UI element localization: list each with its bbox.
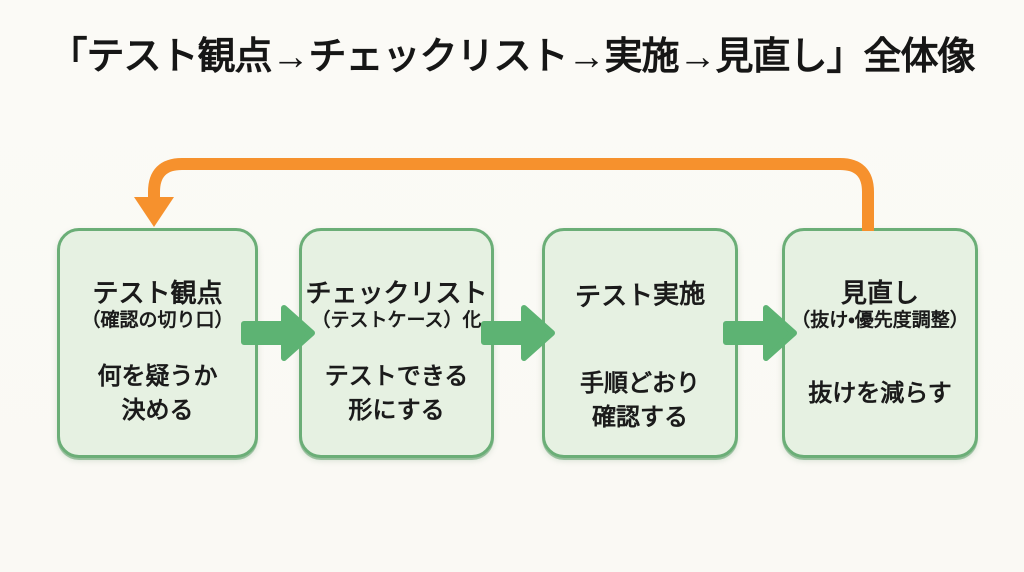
step-title-block: チェックリスト （テストケース）化 xyxy=(305,231,487,333)
step-box-checklist: チェックリスト （テストケース）化 テストできる 形にする xyxy=(299,228,494,458)
step-title-block: テスト実施 xyxy=(574,231,706,347)
step-body: 何を疑うか 決める xyxy=(97,363,218,424)
step-subtitle: （テストケース）化 xyxy=(311,310,482,332)
step-body-block: 抜けを減らす xyxy=(808,333,952,455)
feedback-loop-arrow-icon xyxy=(134,158,874,231)
step-subtitle: （確認の切り口） xyxy=(81,310,234,332)
step-box-test-execution: テスト実施 手順どおり 確認する xyxy=(542,228,738,458)
step-title-block: テスト観点 （確認の切り口） xyxy=(81,231,233,333)
step-body-block: 何を疑うか 決める xyxy=(98,333,218,455)
step-body: 手順どおり 確認する xyxy=(580,370,700,431)
step-title: 見直し xyxy=(840,278,919,309)
step-title: テスト実施 xyxy=(574,278,706,313)
step-box-review: 見直し （抜け・優先度調整） 抜けを減らす xyxy=(782,228,978,458)
step-body-block: テストできる 形にする xyxy=(325,333,469,455)
page-title: 「テスト観点→チェックリスト→実施→見直し」全体像 xyxy=(49,36,975,78)
step-subtitle: （抜け・優先度調整） xyxy=(791,310,969,332)
step-title: テスト観点 xyxy=(92,278,223,309)
step-box-test-viewpoint: テスト観点 （確認の切り口） 何を疑うか 決める xyxy=(57,228,258,458)
step-body: 抜けを減らす xyxy=(808,380,952,408)
step-title-block: 見直し （抜け・優先度調整） xyxy=(791,231,968,333)
step-title: チェックリスト xyxy=(305,278,488,309)
step-body: テストできる 形にする xyxy=(324,363,469,424)
step-body-block: 手順どおり 確認する xyxy=(580,347,700,455)
